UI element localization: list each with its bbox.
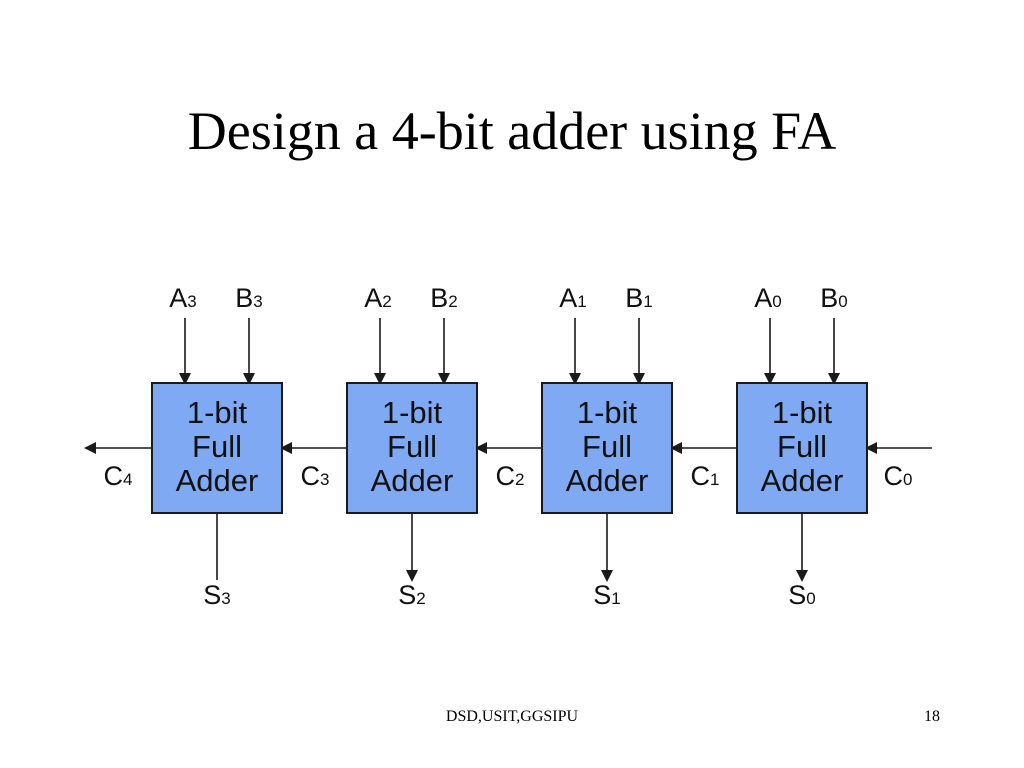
full-adder-block-0: [736, 382, 868, 514]
full-adder-label-line: Full: [777, 429, 827, 464]
wires-layer: [84, 318, 932, 582]
full-adder-label-line: 1-bit: [577, 395, 638, 430]
input-a-label: A0: [754, 283, 781, 313]
slide-title: Design a 4-bit adder using FA: [187, 101, 837, 161]
footer-text: DSD,USIT,GGSIPU: [445, 708, 579, 725]
page-number: 18: [924, 708, 940, 725]
input-b-label: B1: [625, 283, 652, 313]
carry-in-label: C0: [884, 461, 913, 491]
full-adder-label-line: Full: [387, 429, 437, 464]
carry-out-label: C4: [104, 461, 133, 491]
full-adder-label-line: 1-bit: [187, 395, 248, 430]
full-adder-block-1: [541, 382, 673, 514]
full-adder-label-line: Adder: [761, 463, 844, 498]
full-adder-block-3: [151, 382, 283, 514]
full-adder-label-line: Adder: [176, 463, 259, 498]
sum-output-label: S3: [203, 580, 230, 610]
full-adder-label-line: 1-bit: [772, 395, 833, 430]
input-a-label: A1: [559, 283, 586, 313]
input-b-label: B3: [235, 283, 262, 313]
sum-output-label: S1: [593, 580, 620, 610]
full-adder-label-line: Adder: [566, 463, 649, 498]
input-a-label: A2: [364, 283, 391, 313]
full-adder-label-line: Full: [582, 429, 632, 464]
input-b-label: B2: [430, 283, 457, 313]
input-b-label: B0: [820, 283, 847, 313]
input-a-label: A3: [169, 283, 196, 313]
sum-output-label: S0: [788, 580, 815, 610]
carry-out-label: C1: [691, 461, 720, 491]
full-adder-label-line: Full: [192, 429, 242, 464]
full-adder-label-line: Adder: [371, 463, 454, 498]
full-adder-label-line: 1-bit: [382, 395, 443, 430]
full-adder-block-2: [346, 382, 478, 514]
sum-output-label: S2: [398, 580, 425, 610]
carry-out-label: C3: [301, 461, 330, 491]
carry-out-label: C2: [496, 461, 525, 491]
blocks-layer: [151, 382, 868, 514]
